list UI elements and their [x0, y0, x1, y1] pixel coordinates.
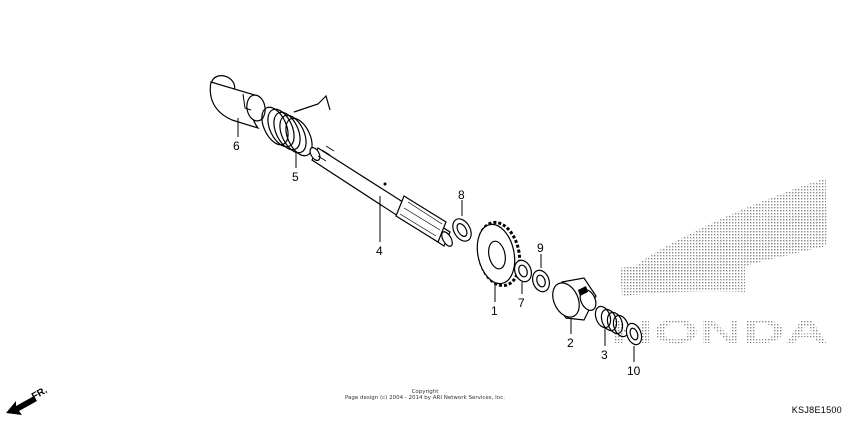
front-direction-label: FR.: [30, 385, 50, 403]
diagram-code: KSJ8E1500: [791, 405, 842, 415]
copyright-line-1: Copyright: [411, 389, 439, 395]
callout-9: 9: [537, 241, 544, 255]
callout-7: 7: [518, 296, 525, 310]
leader-lines: [237, 118, 635, 362]
part-3-rings[interactable]: [593, 304, 632, 338]
part-10-washer[interactable]: [624, 321, 645, 346]
copyright-notice: Copyright Page design (c) 2004 - 2014 by…: [330, 389, 520, 402]
front-direction-arrow: FR.: [6, 385, 50, 415]
callout-8: 8: [458, 188, 465, 202]
callout-1: 1: [491, 304, 498, 318]
honda-watermark-text: HONDA: [610, 313, 828, 350]
callout-2: 2: [567, 336, 574, 350]
part-6-collar[interactable]: [208, 72, 267, 130]
part-5-spring[interactable]: [257, 94, 331, 160]
part-7-washer[interactable]: [512, 258, 535, 284]
callout-4: 4: [376, 244, 383, 258]
copyright-line-2: Page design (c) 2004 - 2014 by ARI Netwo…: [344, 395, 506, 402]
callout-10: 10: [627, 364, 641, 378]
callout-5: 5: [292, 170, 299, 184]
part-2-ratchet[interactable]: [548, 277, 599, 321]
callout-6: 6: [233, 139, 240, 153]
part-8-washer[interactable]: [449, 216, 475, 245]
part-9-washer[interactable]: [530, 268, 553, 294]
callout-3: 3: [601, 348, 608, 362]
part-4-shaft[interactable]: [308, 145, 454, 248]
part-1-gear[interactable]: [472, 219, 525, 290]
honda-wing-logo: HONDA: [610, 178, 828, 350]
